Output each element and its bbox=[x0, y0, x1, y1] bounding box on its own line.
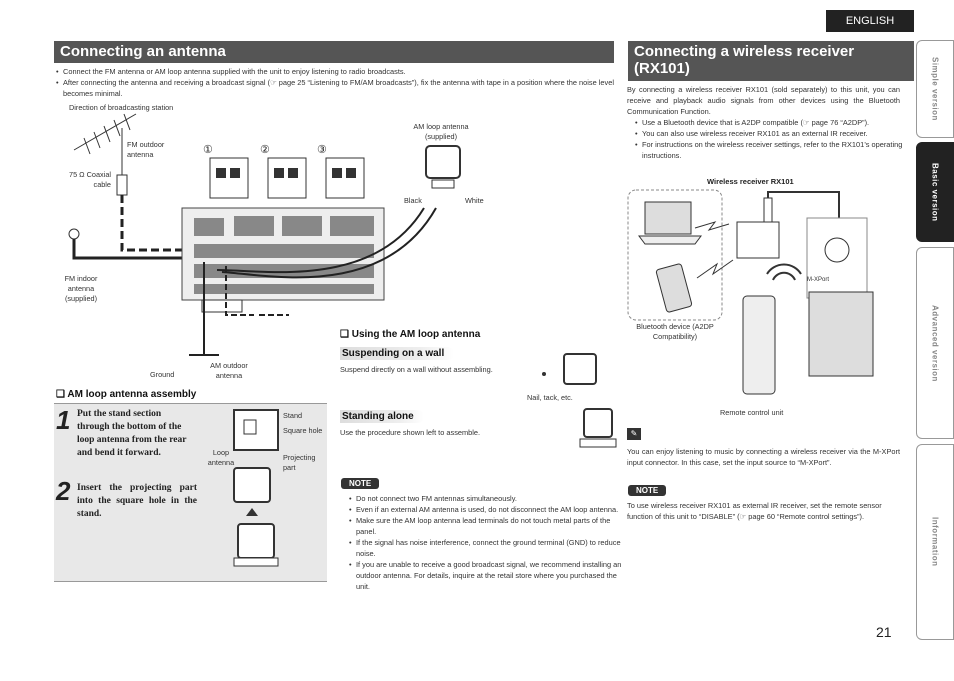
mxport-tip: You can enjoy listening to music by conn… bbox=[627, 447, 900, 467]
tab-label: Information bbox=[930, 517, 940, 567]
step-number: 2 bbox=[56, 476, 71, 506]
fm-outdoor-label: FM outdoor antenna bbox=[127, 140, 165, 159]
step-number: 1 bbox=[56, 405, 71, 435]
wireless-diagram bbox=[627, 189, 874, 395]
tab-basic-version[interactable]: Basic version bbox=[916, 142, 954, 242]
loop-antenna-label: Loop antenna bbox=[207, 448, 235, 467]
language-badge: ENGLISH bbox=[826, 10, 914, 32]
list-item: You can also use wireless receiver RX101… bbox=[635, 128, 908, 139]
suspend-wall-text: Suspend directly on a wall without assem… bbox=[340, 365, 493, 374]
list-item: Even if an external AM antenna is used, … bbox=[349, 504, 622, 515]
step-1-marker: ① bbox=[203, 144, 213, 156]
list-item: Use a Bluetooth device that is A2DP comp… bbox=[635, 117, 908, 128]
list-item: After connecting the antenna and receivi… bbox=[56, 77, 623, 99]
phone-icon bbox=[655, 263, 693, 313]
coax-connector-icon bbox=[116, 174, 128, 196]
step-1-text: Put the stand section through the bottom… bbox=[77, 409, 187, 458]
white-label: White bbox=[465, 196, 484, 205]
am-loop-antenna-icon bbox=[425, 145, 461, 179]
projecting-part-label: Projecting part bbox=[283, 453, 316, 472]
terminal-step-3-icon bbox=[325, 157, 365, 199]
using-am-loop-heading: ❑ Using the AM loop antenna bbox=[340, 329, 481, 340]
fm-indoor-label: FM indoor antenna (supplied) bbox=[64, 274, 98, 303]
list-item: Do not connect two FM antennas simultane… bbox=[349, 493, 622, 504]
tab-label: Advanced version bbox=[930, 304, 940, 382]
list-item: If you are unable to receive a good broa… bbox=[349, 559, 622, 592]
receiver-rear-icon bbox=[808, 291, 874, 377]
wireless-intro: By connecting a wireless receiver RX101 … bbox=[627, 85, 900, 116]
fm-indoor-antenna-icon bbox=[68, 228, 80, 240]
list-item: For instructions on the wireless receive… bbox=[635, 139, 908, 161]
am-outdoor-wire bbox=[225, 266, 289, 316]
standing-alone-text: Use the procedure shown left to assemble… bbox=[340, 428, 481, 437]
am-outdoor-label: AM outdoor antenna bbox=[210, 361, 248, 380]
tab-advanced-version[interactable]: Advanced version bbox=[916, 247, 954, 439]
list-item: Connect the FM antenna or AM loop antenn… bbox=[56, 66, 623, 77]
mxport-label: M-XPort bbox=[807, 277, 830, 283]
section-title-antenna: Connecting an antenna bbox=[54, 41, 614, 63]
wireless-signal-icon bbox=[694, 221, 730, 231]
nail-label: Nail, tack, etc. bbox=[527, 393, 573, 402]
nail-icon bbox=[542, 372, 546, 376]
wireless-bullet-list: Use a Bluetooth device that is A2DP comp… bbox=[634, 117, 908, 161]
wireless-note: To use wireless receiver RX101 as extern… bbox=[627, 501, 882, 521]
assembly-illustration bbox=[233, 409, 279, 567]
step-3-marker: ③ bbox=[317, 144, 327, 156]
standing-antenna-illustration bbox=[579, 408, 617, 448]
section-title-wireless: Connecting a wireless receiver (RX101) bbox=[628, 41, 914, 81]
rx101-receiver-icon bbox=[736, 197, 780, 259]
antenna-connection-diagram bbox=[68, 113, 461, 356]
ground-label: Ground bbox=[150, 370, 175, 379]
rx101-diagram-title: Wireless receiver RX101 bbox=[707, 177, 794, 186]
fm-outdoor-antenna-icon bbox=[73, 113, 137, 175]
coax-label: 75 Ω Coaxial cable bbox=[69, 170, 111, 189]
antenna-intro-list: Connect the FM antenna or AM loop antenn… bbox=[55, 66, 623, 99]
am-loop-label: AM loop antenna (supplied) bbox=[413, 122, 469, 141]
page-number: 21 bbox=[876, 624, 892, 640]
note-badge: NOTE bbox=[628, 485, 667, 496]
coax-cable-line bbox=[120, 195, 182, 252]
suspend-wall-heading: Suspending on a wall bbox=[340, 347, 455, 360]
note-badge: NOTE bbox=[341, 478, 380, 489]
list-item: If the signal has noise interference, co… bbox=[349, 537, 622, 559]
wall-mount-illustration bbox=[542, 353, 597, 385]
laptop-icon bbox=[638, 201, 702, 245]
bluetooth-device-label: Bluetooth device (A2DP Compatibility) bbox=[636, 322, 714, 341]
standing-alone-heading: Standing alone bbox=[340, 410, 424, 423]
tab-label: Simple version bbox=[930, 57, 940, 121]
remote-control-icon bbox=[742, 295, 776, 395]
tab-information[interactable]: Information bbox=[916, 444, 954, 640]
antenna-notes-list: Do not connect two FM antennas simultane… bbox=[348, 493, 622, 592]
black-label: Black bbox=[404, 196, 422, 205]
square-hole-label: Square hole bbox=[283, 426, 323, 435]
stand-label: Stand bbox=[283, 411, 303, 420]
list-item: Make sure the AM loop antenna lead termi… bbox=[349, 515, 622, 537]
ground-wire bbox=[189, 262, 219, 356]
tab-simple-version[interactable]: Simple version bbox=[916, 40, 954, 138]
assembly-heading: ❑ AM loop antenna assembly bbox=[56, 389, 197, 400]
pencil-icon: ✎ bbox=[627, 428, 641, 440]
direction-label: Direction of broadcasting station bbox=[69, 103, 174, 112]
loop-antenna-icon bbox=[233, 467, 271, 503]
assembly-panel bbox=[54, 403, 327, 582]
step-2-text: Insert the projecting part into the squa… bbox=[77, 483, 197, 519]
terminal-step-2-icon bbox=[267, 157, 307, 199]
remote-label: Remote control unit bbox=[720, 408, 784, 417]
step-2-marker: ② bbox=[260, 144, 270, 156]
tab-label: Basic version bbox=[930, 162, 940, 222]
terminal-step-1-icon bbox=[209, 157, 249, 199]
